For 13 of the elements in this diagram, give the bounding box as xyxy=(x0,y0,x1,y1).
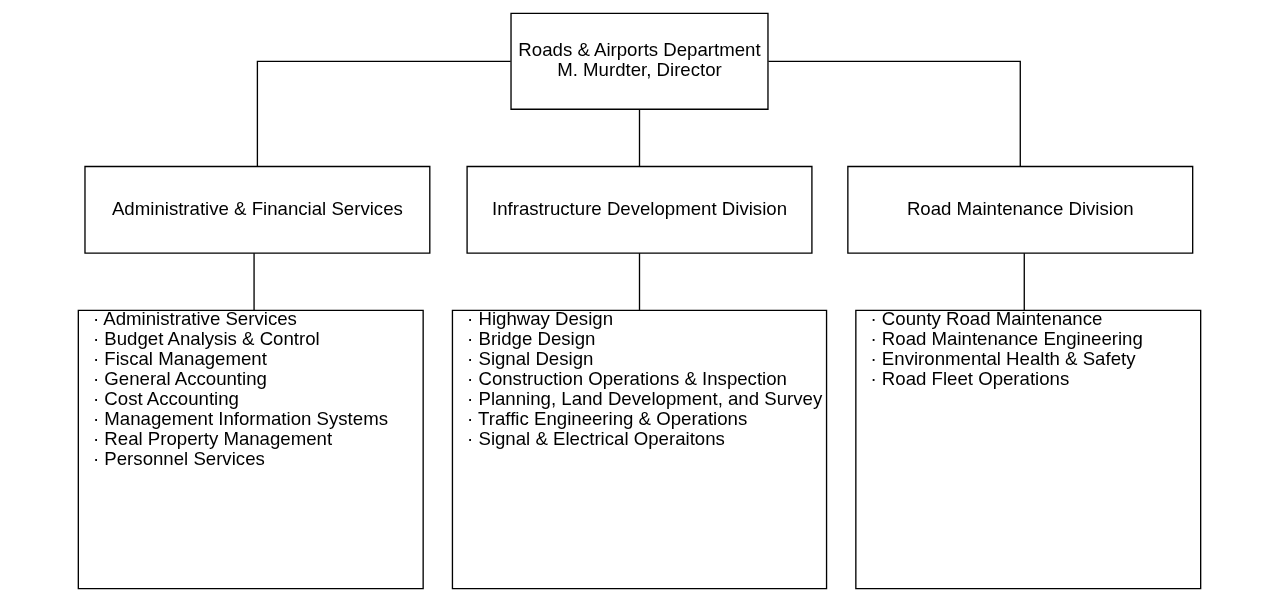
connector xyxy=(252,252,255,311)
node-box: Administrative & Financial Services xyxy=(83,165,430,254)
node-box: · Administrative Services · Budget Analysis & Control · Fiscal Management · General Accounting · Cost Accounting · Management Information Systems · Real Property Management · Personnel Services xyxy=(77,309,424,590)
connector xyxy=(256,60,511,168)
node-box: · Highway Design · Bridge Design · Signal Design · Construction Operations & Inspection · Planning, Land Development, and Survey · Traffic Engineering & Operations · Signal & Electrical Operaitons xyxy=(451,309,827,590)
connector xyxy=(767,60,1021,168)
connector xyxy=(638,108,640,168)
node-box: · County Road Maintenance · Road Maintenance Engineering · Environmental Health & Safety · Road Fleet Operations xyxy=(854,309,1201,590)
connector xyxy=(638,252,640,311)
node-box: Infrastructure Development Division xyxy=(465,165,813,254)
node-box: Roads & Airports Department M. Murdter, Director xyxy=(509,12,769,110)
node-box: Road Maintenance Division xyxy=(846,165,1193,254)
connector xyxy=(1023,252,1025,311)
